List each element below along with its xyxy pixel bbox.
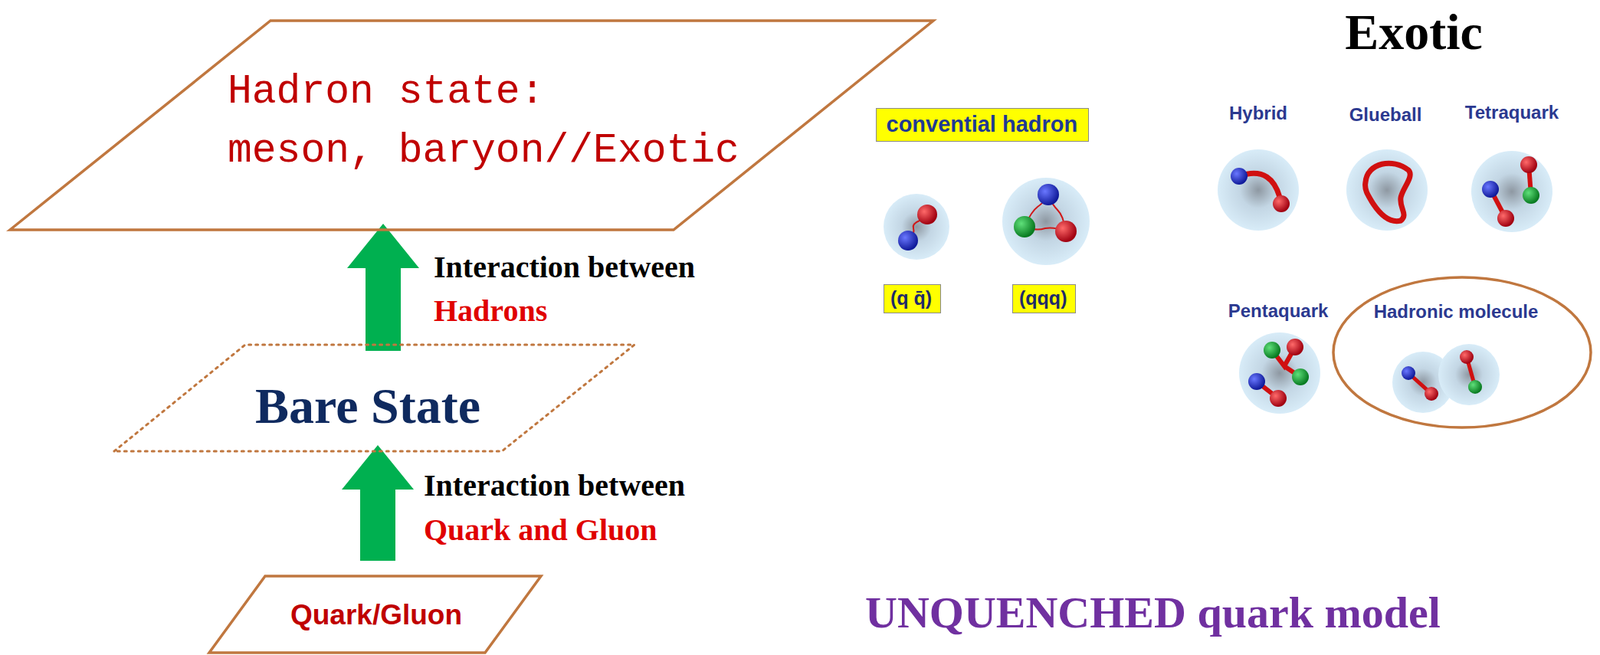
hadron-level-plane: Hadron state: meson, baryon//Exotic (9, 20, 934, 230)
baryon-icon (1002, 177, 1090, 266)
node-title: Quark/Gluon (290, 600, 463, 632)
outline-shape (9, 20, 934, 230)
meson-icon (883, 193, 950, 260)
node-title: Bare State (255, 378, 481, 435)
category-box: convential hadron (875, 108, 1089, 142)
arrow-caption: Quark and Gluon (423, 513, 658, 548)
node-text: meson, baryon//Exotic (227, 128, 740, 174)
quark-gluon-plane: Quark/Gluon (209, 576, 541, 653)
node-title: Hadronic molecule (1373, 301, 1539, 322)
molecule-icon (1392, 344, 1500, 414)
node-outline (9, 20, 934, 230)
node-title: (q q̄) (890, 288, 932, 310)
formula-box: (q q̄) (883, 284, 941, 314)
section-heading: Exotic (1344, 4, 1483, 61)
glueball-icon (1346, 149, 1428, 231)
arrow-caption: Interaction between (433, 250, 696, 285)
highlight-ellipse: Hadronic molecule (1331, 275, 1593, 430)
node-title: convential hadron (886, 112, 1079, 138)
icon-label: Hybrid (1229, 103, 1288, 124)
arrow-caption: Interaction between (423, 468, 686, 503)
block-arrow (347, 223, 420, 351)
node-title: Hadron state: (227, 69, 545, 115)
arrow-caption: Hadrons (433, 294, 548, 328)
outline-shape (1333, 277, 1591, 428)
hybrid-icon (1217, 149, 1299, 231)
node-title: (qqq) (1019, 288, 1067, 310)
outline-shape (114, 344, 635, 452)
outline-shape (209, 576, 541, 653)
node-outline (1331, 275, 1593, 430)
icon-label: Tetraquark (1465, 102, 1559, 123)
model-title: UNQUENCHED quark model (865, 588, 1441, 638)
icon-label: Pentaquark (1228, 301, 1329, 322)
bare-state-plane: Bare State (114, 344, 635, 452)
tetraquark-icon (1471, 150, 1553, 233)
block-arrow (341, 445, 414, 561)
pentaquark-icon (1239, 332, 1321, 414)
icon-label: Glueball (1349, 104, 1423, 125)
formula-box: (qqq) (1012, 284, 1076, 314)
